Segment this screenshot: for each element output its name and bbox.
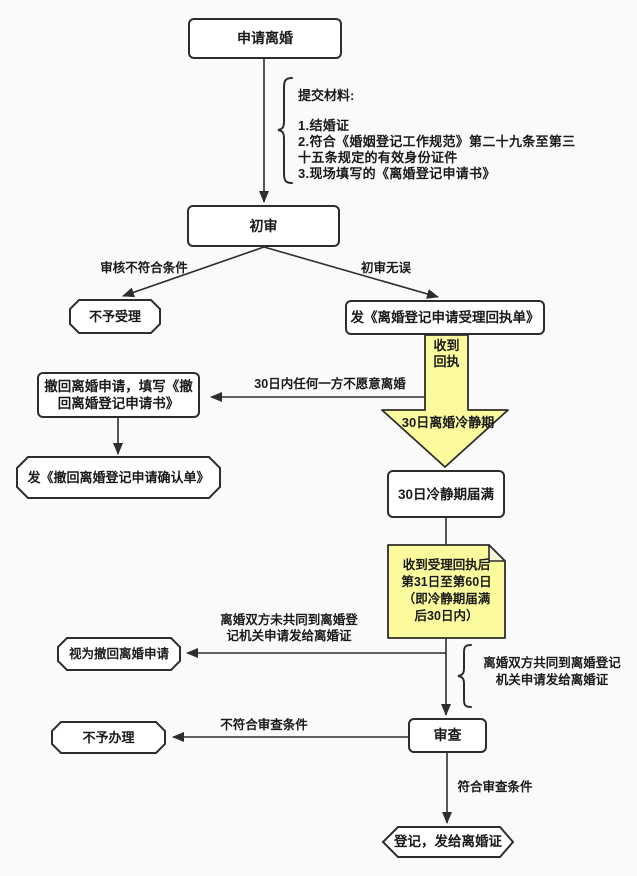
withdraw-confirm-shape [16, 456, 221, 499]
edge-label-check-pass: 符合审查条件 [457, 780, 533, 794]
cooling-arrow-receipt-line: 回执 [433, 354, 460, 369]
edge-label-review-pass: 初审无误 [360, 261, 411, 275]
node-final-review: 审查 [408, 718, 487, 753]
materials-item: 1.结婚证 [298, 118, 350, 133]
cooling-arrow-receipt-label: 收到 回执 [425, 338, 468, 370]
edge-label-not-both-parties: 离婚双方未共同到离婚登 记机关申请发给离婚证 [209, 612, 369, 644]
cooling-arrow-receipt-line: 收到 [433, 338, 460, 353]
edge-label-both-parties: 离婚双方共同到离婚登记 机关申请发给离婚证 [476, 655, 628, 689]
note-text: 收到受理回执后 第31日至第60日 （即冷静期届满 后30日内） [388, 557, 505, 625]
materials-item: 3.现场填写的《离婚登记申请书》 [298, 166, 496, 181]
both-parties-brace [457, 644, 472, 708]
materials-item: 2.符合《婚姻登记工作规范》第二十九条至第三 [298, 134, 576, 149]
not-accepted-shape [69, 299, 161, 334]
node-not-accepted-label: 不予受理 [88, 308, 141, 324]
edge-review-to-receipt [263, 246, 439, 299]
node-registered-label: 登记，发给离婚证 [394, 834, 502, 849]
node-cooling-expired: 30日冷静期届满 [387, 470, 505, 518]
note-line: 第31日至第60日 [401, 575, 492, 589]
edge-label-both-line: 离婚双方共同到离婚登记 [483, 656, 621, 670]
edge-label-review-fail: 审核不符合条件 [100, 261, 188, 275]
node-withdraw-application: 撤回离婚申请，填写《撤 回离婚登记申请书》 [37, 372, 200, 418]
note-line: 收到受理回执后 [402, 558, 491, 572]
edge-label-not-both-line: 离婚双方未共同到离婚登 [220, 613, 358, 627]
edge-label-not-both-line: 记机关申请发给离婚证 [226, 629, 352, 643]
materials-item: 十五条规定的有效身份证件 [298, 150, 458, 165]
materials-list: 提交材料: 1.结婚证 2.符合《婚姻登记工作规范》第二十九条至第三 十五条规定… [298, 88, 575, 182]
registered-shape [381, 826, 515, 858]
node-deemed-withdrawn-label: 视为撤回离婚申请 [68, 647, 169, 661]
cooling-period-arrow-shape [381, 334, 509, 468]
note-shape [387, 544, 506, 639]
materials-title: 提交材料: [298, 88, 355, 103]
note-fold-corner [488, 544, 506, 562]
node-apply-divorce: 申请离婚 [188, 18, 342, 59]
node-not-processed-label: 不予办理 [82, 729, 135, 745]
edge-label-check-fail: 不符合审查条件 [220, 718, 308, 732]
note-line: （即冷静期届满 [402, 592, 491, 606]
deemed-withdrawn-shape [57, 637, 181, 671]
node-initial-review: 初审 [187, 205, 340, 247]
node-receipt-issued: 发《离婚登记申请受理回执单》 [345, 300, 545, 335]
node-withdraw-confirm-label: 发《撤回离婚登记申请确认单》 [27, 469, 210, 485]
node-withdraw-line-1: 撤回离婚申请，填写《撤 [44, 379, 193, 394]
note-line: 后30日内） [414, 609, 479, 623]
materials-brace [277, 77, 293, 184]
cooling-arrow-period-label: 30日离婚冷静期 [401, 415, 495, 430]
edge-review-to-not-accepted [122, 246, 265, 298]
edge-label-any-party-unwilling: 30日内任何一方不愿意离婚 [254, 377, 406, 391]
not-processed-shape [51, 721, 166, 754]
node-withdraw-line-2: 回离婚登记申请书》 [57, 396, 180, 411]
edge-label-both-line: 机关申请发给离婚证 [495, 673, 609, 687]
